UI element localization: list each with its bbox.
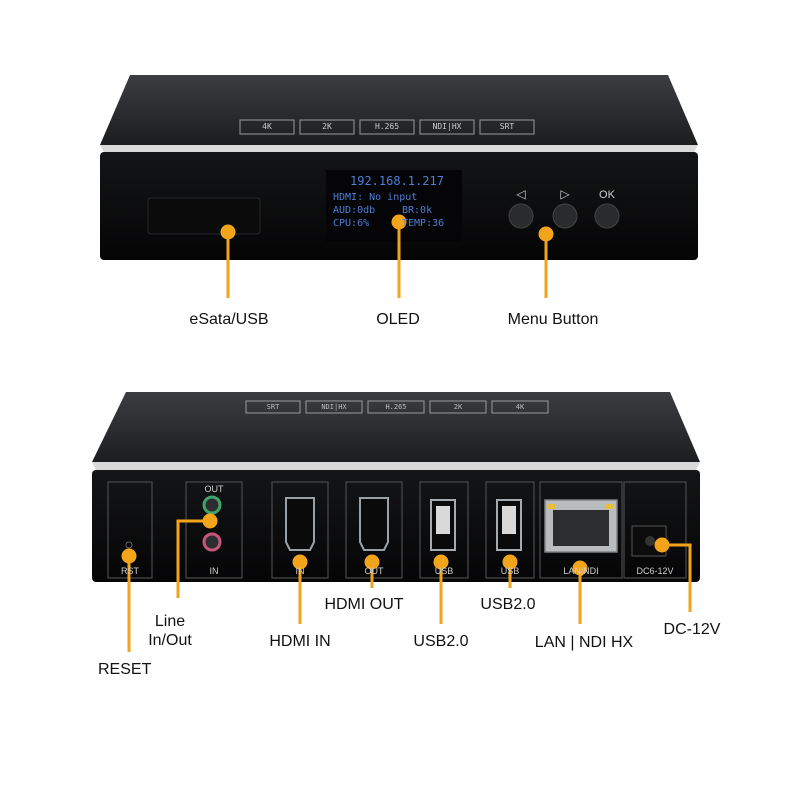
- callout-oled: OLED: [376, 311, 420, 328]
- port-label-hdmi-in: IN: [295, 566, 305, 576]
- rear-callouts: [121, 513, 692, 652]
- reset-hole: [125, 541, 133, 549]
- badge-srt: SRT: [499, 122, 515, 131]
- port-label-usb-1: USB: [434, 566, 454, 576]
- badge-2k: 2K: [322, 122, 332, 131]
- port-label-usb-2: USB: [500, 566, 520, 576]
- port-label-dc: DC6-12V: [636, 566, 674, 576]
- right-arrow-icon[interactable]: ▷: [560, 187, 570, 201]
- callout-dc-12v: DC-12V: [663, 621, 721, 638]
- callout-esata-usb: eSata/USB: [189, 311, 269, 328]
- callout-usb-b: USB2.0: [480, 596, 536, 613]
- oled-audio-level: AUD:0db: [333, 205, 376, 216]
- front-device-top: [100, 75, 698, 145]
- rear-badge-srt: SRT: [266, 403, 280, 411]
- callout-line-in-out: Line In/Out: [148, 613, 192, 649]
- menu-right-button-shape: [552, 203, 578, 229]
- port-label-rst: RST: [121, 566, 139, 576]
- oled-temp: TEMP:36: [402, 218, 445, 229]
- rear-top-badges: [245, 400, 549, 414]
- port-label-audio-out: OUT: [204, 484, 224, 494]
- oled-screen: [326, 170, 462, 242]
- rear-badge-2k: 2K: [453, 403, 463, 411]
- badge-ndi-hx: NDI|HX: [432, 122, 462, 131]
- front-device-trim: [100, 145, 698, 152]
- menu-left-button-shape: [508, 203, 534, 229]
- rear-badge-ndi-hx: NDI|HX: [321, 403, 347, 411]
- left-arrow-icon[interactable]: ◁: [516, 187, 526, 201]
- callout-usb-a: USB2.0: [413, 633, 469, 650]
- callout-hdmi-out: HDMI OUT: [324, 596, 404, 613]
- ok-button-label[interactable]: OK: [599, 189, 615, 201]
- callout-menu-button: Menu Button: [507, 311, 599, 328]
- oled-ip-address: 192.168.1.217: [350, 174, 444, 188]
- rear-badge-h265: H.265: [385, 403, 407, 411]
- oled-cpu: CPU:6%: [333, 218, 370, 229]
- rear-badge-4k: 4K: [515, 403, 525, 411]
- audio-out-jack: [202, 495, 222, 515]
- badge-h265: H.265: [374, 122, 400, 131]
- port-label-lan-ndi: LAN|NDI: [563, 566, 599, 576]
- callout-hdmi-in: HDMI IN: [269, 633, 331, 650]
- audio-in-jack: [202, 532, 222, 552]
- front-callouts: [220, 214, 554, 298]
- port-label-hdmi-out: OUT: [364, 566, 384, 576]
- rear-device-trim: [92, 462, 700, 470]
- rear-device: [92, 392, 700, 582]
- oled-hdmi-status: HDMI: No input: [333, 192, 418, 203]
- esata-slot: [147, 197, 261, 235]
- rear-port-frames: [107, 481, 687, 579]
- ok-button-shape: [594, 203, 620, 229]
- front-top-badges: [239, 119, 535, 135]
- callout-reset: RESET: [98, 661, 152, 678]
- callout-lan-ndi-hx: LAN | NDI HX: [534, 634, 634, 651]
- oled-bitrate: BR:0k: [402, 205, 433, 216]
- rear-device-face: [92, 470, 700, 582]
- port-label-audio-in: IN: [209, 566, 219, 576]
- badge-4k: 4K: [262, 122, 272, 131]
- hdmi-in-port: [285, 497, 315, 551]
- hdmi-out-port: [359, 497, 389, 551]
